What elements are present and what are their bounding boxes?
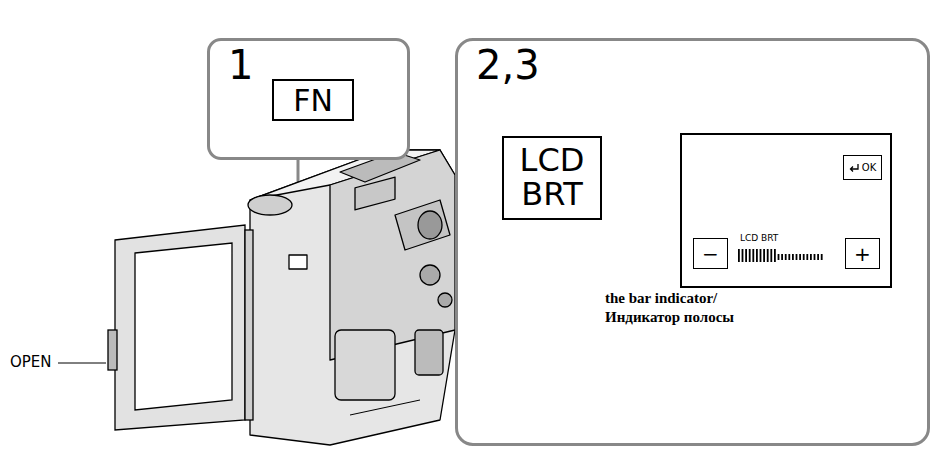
ok-button: OK [843, 155, 882, 180]
step-number: 1 [228, 43, 253, 87]
part-label: OPEN [8, 353, 54, 372]
screen-label: LCD BRT [740, 234, 778, 244]
button-label: + [854, 242, 871, 266]
minus-button: − [693, 238, 728, 269]
button-label: LCD BRT [504, 144, 600, 211]
step-number: 2,3 [476, 43, 540, 87]
callout-label: the bar indicator/ Индикатор полосы [603, 289, 782, 327]
leader-line [58, 363, 106, 364]
step-panel: 1FN [207, 38, 410, 160]
lcd-screen: LCD BRT OK − + [680, 133, 892, 288]
button-label: − [702, 242, 719, 266]
button-label: FN [293, 83, 333, 118]
camcorder-body [248, 150, 455, 445]
fn-button: FN [272, 79, 354, 121]
button-label: OK [862, 162, 876, 173]
bar-indicator [738, 248, 828, 264]
lcd-panel [108, 225, 253, 430]
return-icon [849, 163, 860, 173]
plus-button: + [845, 238, 880, 269]
lcd-brt-button: LCD BRT [502, 136, 602, 220]
step-panel: 2,3LCD BRT LCD BRT OK − + [455, 38, 930, 446]
